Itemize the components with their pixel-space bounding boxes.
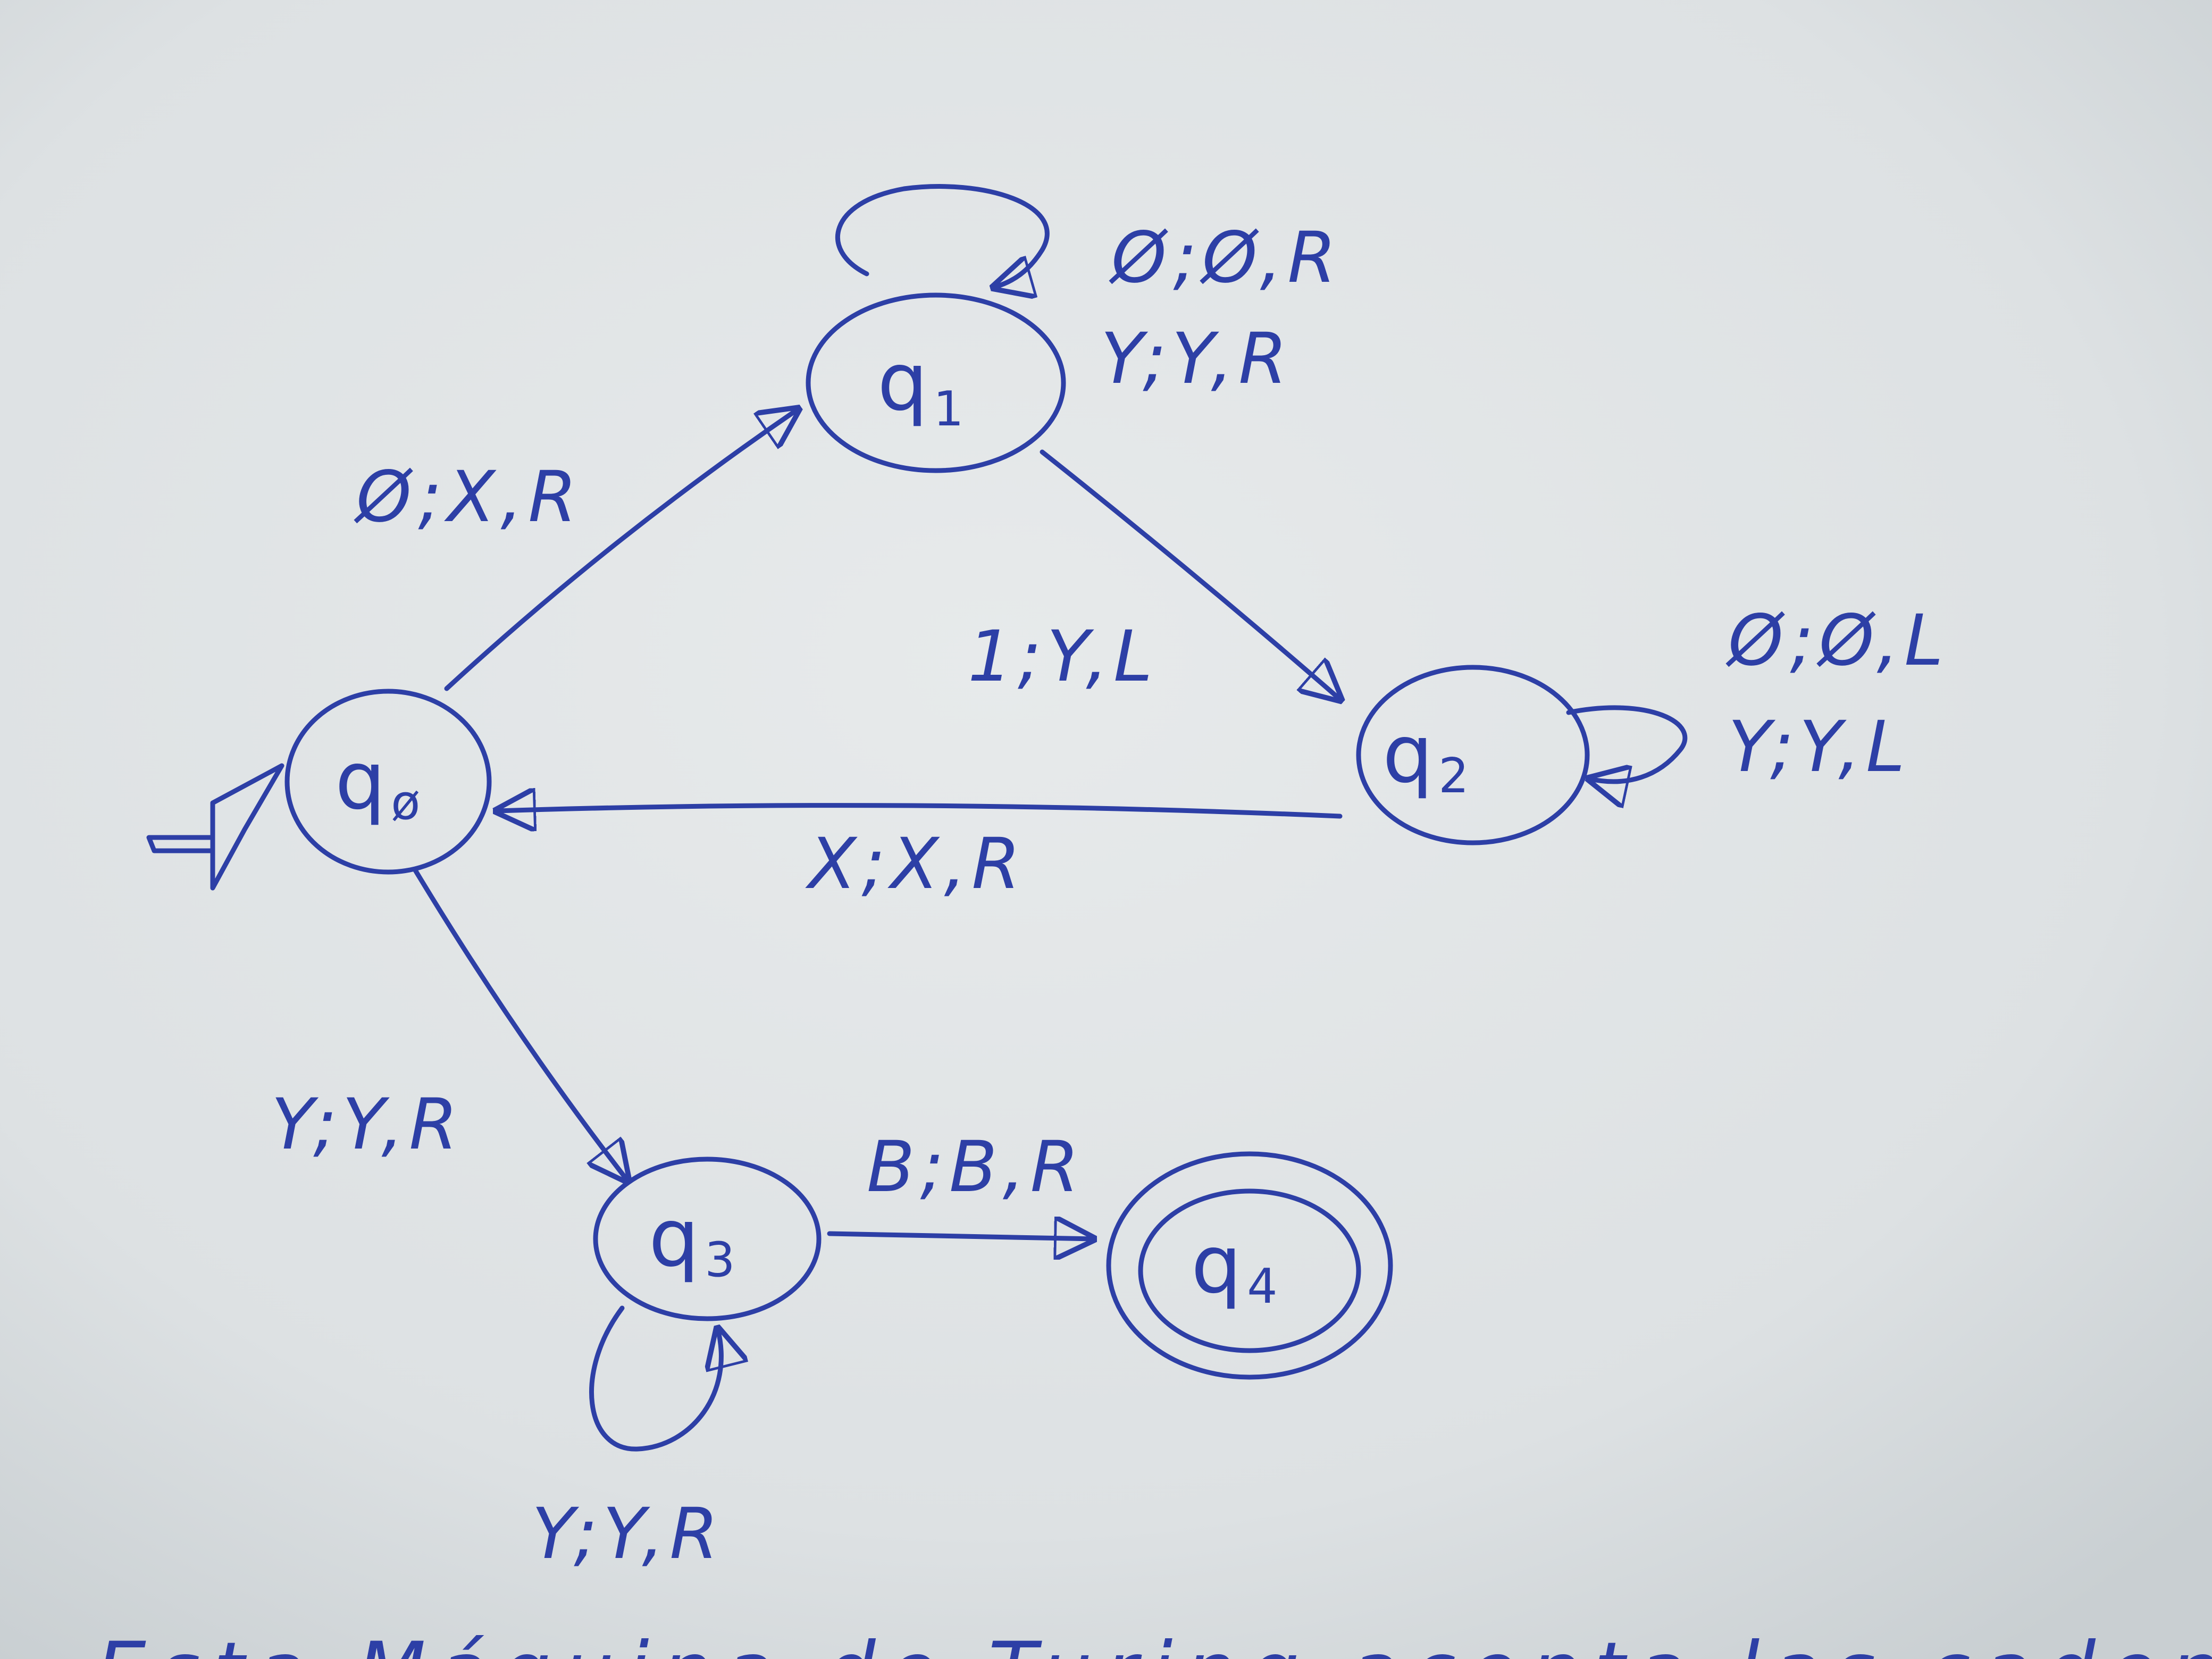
label-q3-q4: B;B,R [867, 1126, 1084, 1208]
edge-q0-q1 [444, 409, 798, 691]
start-arrow [146, 763, 284, 891]
label-q2-q0: X;X,R [805, 823, 1026, 905]
edge-q2-q0 [497, 806, 1343, 816]
state-q2-base: q [1382, 708, 1438, 801]
svg-text:q4: q4 [1191, 1219, 1283, 1314]
state-q0: qø [284, 689, 492, 875]
edge-q1-q2 [1040, 449, 1340, 699]
edge-q0-q3 [412, 867, 627, 1180]
state-q0-base: q [335, 735, 391, 827]
state-q3-base: q [649, 1192, 705, 1285]
svg-text:q2: q2 [1382, 708, 1474, 804]
state-q0-sub: ø [391, 775, 425, 831]
state-q3: q3 [593, 1157, 822, 1321]
label-q0-q3: Y;Y,R [271, 1084, 463, 1166]
state-q4-base: q [1191, 1219, 1247, 1311]
state-q2-sub: 2 [1438, 748, 1474, 804]
loop-q3 [589, 1305, 722, 1452]
label-q1-q2: 1;Y,L [968, 616, 1158, 698]
label-q2-loop-line2: Y;Y,L [1728, 706, 1911, 788]
state-q2: q2 [1356, 665, 1590, 845]
svg-text:qø: qø [335, 735, 425, 831]
state-q3-sub: 3 [705, 1232, 740, 1288]
state-q4-final: q4 [1106, 1151, 1393, 1380]
state-q1: q1 [806, 292, 1066, 473]
state-q4-sub: 4 [1247, 1259, 1283, 1314]
svg-text:q1: q1 [877, 336, 969, 437]
loop-q1 [835, 184, 1050, 287]
caption-text: Esta Máquina de Turing acepta las caden [96, 1626, 2212, 1659]
edge-q3-q4 [827, 1234, 1093, 1239]
svg-text:q3: q3 [649, 1192, 740, 1288]
state-q1-base: q [877, 336, 933, 429]
label-q1-loop-line2: Y;Y,R [1101, 318, 1293, 400]
state-q1-sub: 1 [933, 381, 969, 437]
label-q3-loop: Y;Y,R [532, 1493, 724, 1575]
label-q2-loop-line1: Ø;Ø,L [1725, 600, 1949, 682]
label-q1-loop-line1: Ø;Ø,R [1109, 217, 1342, 299]
label-q0-q1: Ø;X,R [354, 456, 582, 538]
loop-q2 [1566, 705, 1688, 782]
